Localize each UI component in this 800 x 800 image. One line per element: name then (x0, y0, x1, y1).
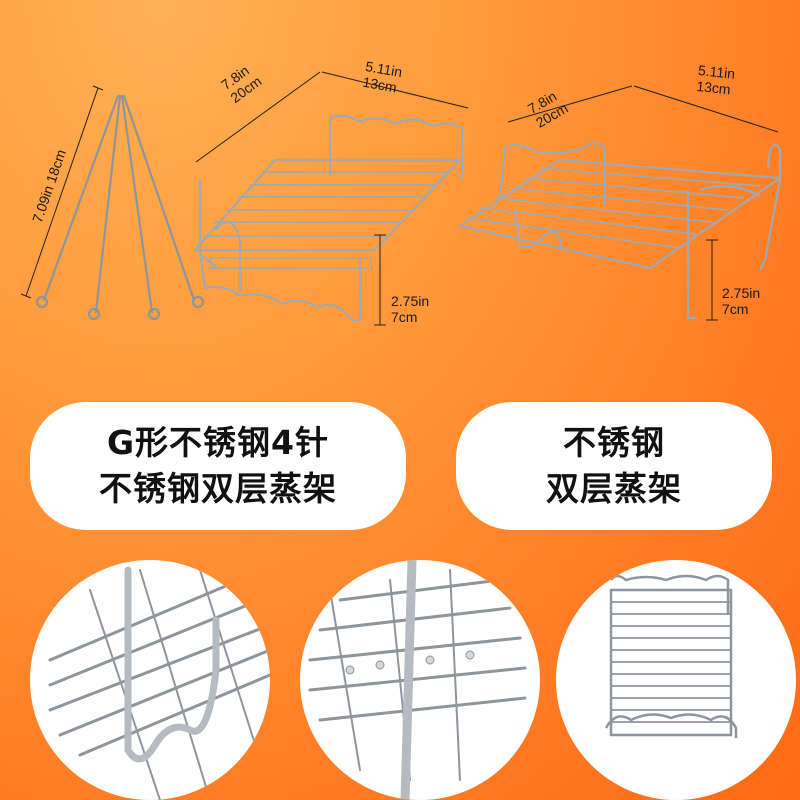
left-product-label: G形不锈钢4针 不锈钢双层蒸架 (30, 402, 406, 530)
right-label-line1: 不锈钢 (563, 423, 665, 462)
rack-2-height-cm: 7cm (722, 301, 749, 317)
left-label-line2: 不锈钢双层蒸架 (99, 469, 337, 508)
rack-1-height-in: 2.75in (391, 293, 430, 309)
detail-photo-1 (30, 560, 270, 800)
rack-1-height-label: 2.75in 7cm (391, 293, 429, 325)
rack-2-height-label: 2.75in 7cm (722, 285, 760, 317)
right-product-label: 不锈钢 双层蒸架 (456, 402, 772, 530)
left-label-line1: G形不锈钢4针 (106, 423, 330, 462)
detail-photo-2 (300, 560, 540, 800)
right-label-line2: 双层蒸架 (546, 469, 682, 508)
rack-2-height-in: 2.75in (722, 285, 761, 301)
rack-2-width-label: 5.11in 13cm (696, 62, 736, 98)
rack-1-height-cm: 7cm (391, 309, 418, 325)
detail-photo-3 (556, 560, 796, 800)
